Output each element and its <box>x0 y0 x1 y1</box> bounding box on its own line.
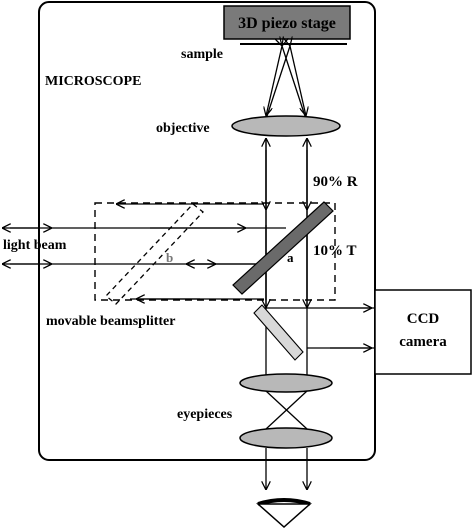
horizontal-beams <box>2 204 286 299</box>
transmit-label: 10% T <box>313 243 356 259</box>
camera-label: camera <box>399 334 447 350</box>
camera-beams <box>266 308 375 348</box>
ccd-label: CCD <box>407 311 440 327</box>
sample-label: sample <box>181 47 223 62</box>
sample-objective-rays <box>266 46 306 116</box>
stage-label: 3D piezo stage <box>238 15 336 32</box>
eyepiece-lens-lower <box>239 427 333 449</box>
camera-mirror <box>253 304 304 361</box>
beamsplitter-a-label: a <box>287 250 294 265</box>
light-beam-label: light beam <box>3 238 67 253</box>
beamsplitter-b <box>105 203 204 305</box>
movable-beamsplitter-box <box>94 202 336 301</box>
microscope-frame <box>38 1 376 461</box>
eyepieces-label: eyepieces <box>177 407 233 422</box>
beamsplitter-a <box>232 201 334 295</box>
movable-beamsplitter-label: movable beamsplitter <box>46 314 175 329</box>
objective-lens <box>231 115 341 137</box>
beamsplitter-b-label: b <box>166 250 173 265</box>
piezo-stage <box>223 5 351 40</box>
reflect-label: 90% R <box>313 174 358 190</box>
microscope-label: MICROSCOPE <box>45 74 141 89</box>
ccd-camera-box <box>374 289 472 375</box>
objective-label: objective <box>156 121 210 136</box>
eye-icon <box>256 498 312 529</box>
eyepiece-lens-upper <box>239 373 333 393</box>
eyepiece-rays <box>266 390 307 490</box>
